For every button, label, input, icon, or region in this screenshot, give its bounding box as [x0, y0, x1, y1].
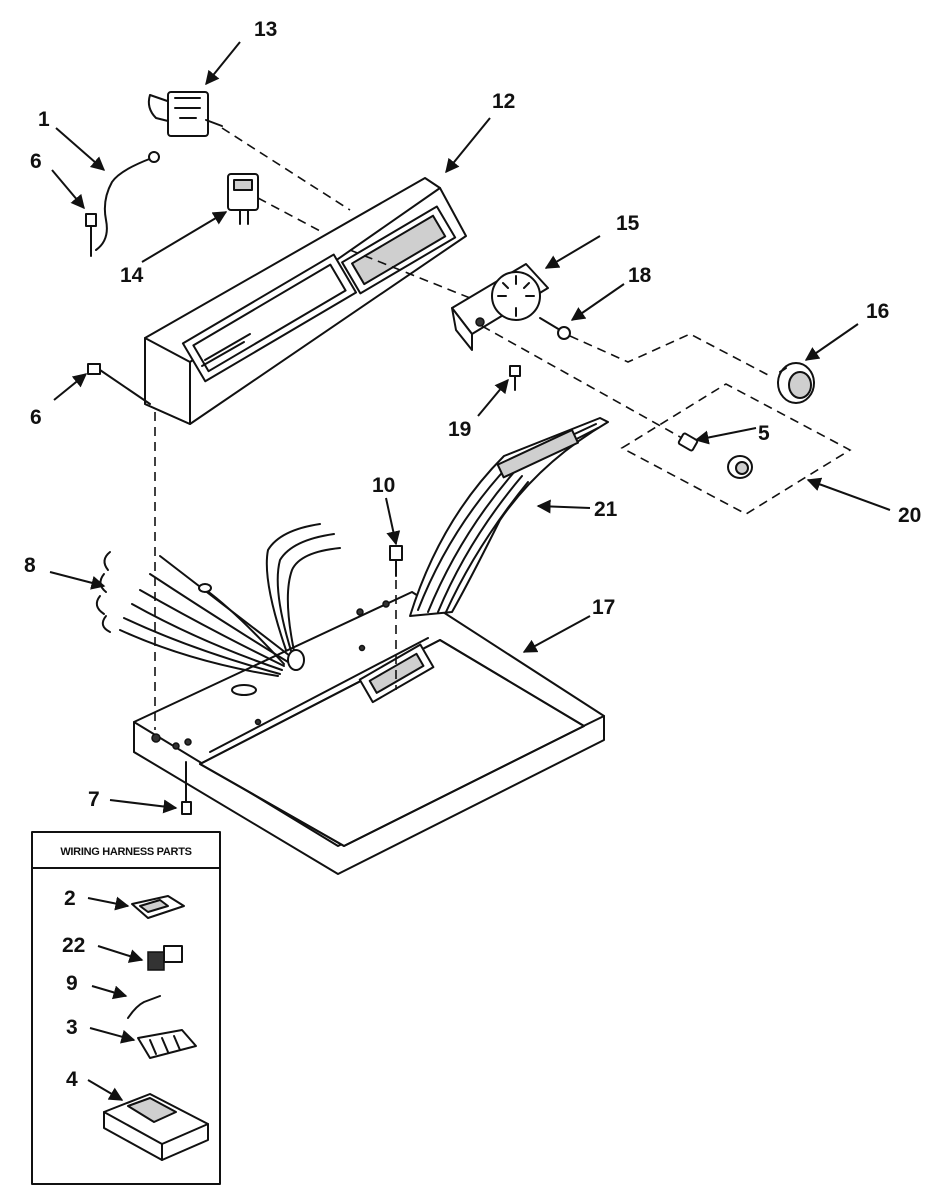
callout-1: 1 — [38, 108, 50, 131]
part-7-screw — [181, 761, 192, 815]
part-14-switch — [227, 173, 259, 225]
callout-5: 5 — [758, 422, 770, 445]
dashed-guide-16 — [569, 333, 771, 377]
callout-3: 3 — [66, 1016, 78, 1039]
callout-8: 8 — [24, 554, 36, 577]
callout-12: 12 — [492, 90, 515, 113]
part-4-connector — [103, 1093, 209, 1161]
dashed-guide-14 — [257, 197, 323, 233]
part-13-switch — [147, 91, 223, 137]
callout-6-left: 6 — [30, 406, 42, 429]
dashed-guide-13 — [221, 127, 351, 211]
part-21-harness — [409, 417, 609, 617]
callout-19: 19 — [448, 418, 471, 441]
callouts: 13 1 6 12 14 15 18 16 6 19 5 20 10 21 8 … — [24, 18, 921, 811]
dashed-guide-timer-kit — [481, 325, 683, 439]
leaders — [49, 41, 891, 814]
part-19-screw — [509, 365, 521, 391]
part-20-kit — [620, 383, 852, 515]
part-9-clip — [127, 995, 161, 1019]
callout-10: 10 — [372, 474, 395, 497]
callout-14: 14 — [120, 264, 144, 287]
callout-7: 7 — [88, 788, 100, 811]
harness-box-title: WIRING HARNESS PARTS — [60, 846, 191, 858]
part-16-knob — [777, 362, 815, 404]
callout-9: 9 — [66, 972, 78, 995]
dashed-guide-12 — [349, 249, 471, 299]
callout-6-top: 6 — [30, 150, 42, 173]
part-17-base — [133, 591, 605, 875]
callout-20: 20 — [898, 504, 921, 527]
callout-17: 17 — [592, 596, 615, 619]
part-15-timer — [451, 263, 549, 351]
part-10-screw — [389, 545, 403, 577]
callout-21: 21 — [594, 498, 618, 521]
callout-22: 22 — [62, 934, 85, 957]
part-22-connector — [147, 951, 165, 971]
part-18-screw — [539, 317, 571, 340]
callout-2: 2 — [64, 887, 76, 910]
callout-13: 13 — [254, 18, 277, 41]
callout-4: 4 — [66, 1068, 78, 1091]
callout-18: 18 — [628, 264, 652, 287]
part-6-screw — [87, 363, 151, 405]
part-1-wire — [85, 151, 160, 257]
part-3-connector — [137, 1029, 197, 1059]
callout-15: 15 — [616, 212, 640, 235]
callout-16: 16 — [866, 300, 889, 323]
wiring-harness-parts-box: WIRING HARNESS PARTS 2 22 9 3 4 — [31, 831, 221, 1185]
part-12-console — [144, 177, 467, 425]
part-8-harness — [95, 523, 341, 677]
